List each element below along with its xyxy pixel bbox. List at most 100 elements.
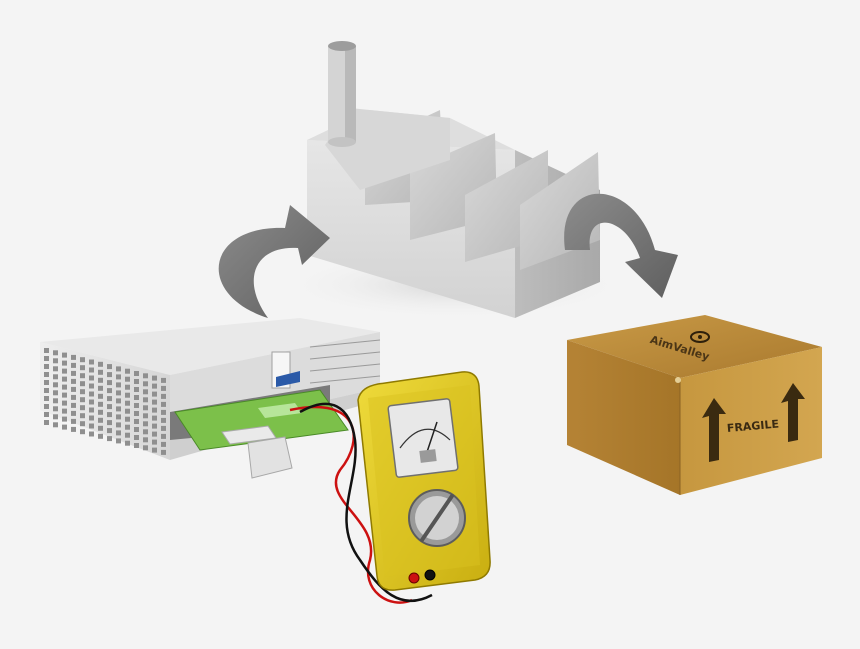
vent-hole [143, 429, 148, 435]
vent-hole [89, 391, 94, 397]
vent-hole [134, 379, 139, 384]
vent-hole [71, 370, 76, 376]
vent-hole [44, 372, 49, 377]
vent-hole [53, 398, 58, 404]
vent-hole [161, 425, 166, 431]
vent-hole [134, 403, 139, 408]
vent-hole [152, 407, 157, 413]
vent-hole [125, 384, 130, 390]
vent-hole [161, 409, 166, 415]
vent-hole [143, 373, 148, 379]
vent-hole [62, 424, 67, 430]
vent-hole [71, 426, 76, 432]
vent-hole [80, 357, 85, 363]
vent-hole [125, 440, 130, 446]
vent-hole [125, 392, 130, 398]
vent-hole [116, 398, 121, 404]
vent-hole [152, 439, 157, 445]
meter-display [387, 398, 459, 478]
vent-hole [53, 406, 58, 412]
rotary-dial[interactable] [408, 489, 466, 547]
vent-hole [107, 404, 112, 410]
vent-hole [53, 374, 58, 380]
vent-hole [116, 374, 121, 380]
vent-hole [152, 399, 157, 405]
vent-hole [116, 390, 121, 396]
vent-hole [143, 413, 148, 419]
vent-hole [116, 366, 121, 372]
vent-hole [134, 411, 139, 416]
vent-hole [125, 368, 130, 374]
factory-icon [280, 41, 630, 320]
vent-hole [161, 401, 166, 407]
vent-hole [161, 417, 166, 423]
vent-hole [80, 429, 85, 435]
vent-hole [161, 385, 166, 391]
vent-hole [107, 364, 112, 370]
vent-hole [44, 404, 49, 409]
vent-hole [134, 427, 139, 432]
vent-hole [152, 383, 157, 389]
vent-hole [44, 396, 49, 401]
vent-hole [89, 423, 94, 429]
vent-hole [143, 397, 148, 403]
vent-hole [98, 369, 103, 375]
vent-hole [80, 389, 85, 395]
vent-hole [62, 352, 67, 358]
vent-hole [80, 421, 85, 427]
vent-hole [98, 377, 103, 383]
black-jack[interactable] [424, 569, 436, 581]
vent-hole [143, 389, 148, 395]
vent-hole [134, 435, 139, 440]
vent-hole [125, 408, 130, 414]
vent-hole [71, 402, 76, 408]
vent-hole [161, 433, 166, 439]
vent-hole [62, 400, 67, 406]
vent-hole [116, 430, 121, 436]
vent-hole [152, 447, 157, 453]
vent-hole [62, 416, 67, 422]
vent-hole [116, 438, 121, 444]
vent-hole [89, 415, 94, 421]
vent-hole [98, 409, 103, 415]
vent-hole [62, 384, 67, 390]
vent-hole [143, 445, 148, 451]
vent-hole [107, 380, 112, 386]
vent-hole [152, 391, 157, 397]
vent-hole [161, 441, 166, 447]
vent-hole [107, 412, 112, 418]
vent-hole [143, 421, 148, 427]
vent-hole [116, 406, 121, 412]
vent-hole [125, 376, 130, 382]
vent-hole [134, 443, 139, 448]
vent-hole [44, 412, 49, 417]
vent-hole [89, 383, 94, 389]
vent-hole [53, 390, 58, 396]
vent-hole [44, 356, 49, 361]
vent-hole [143, 405, 148, 411]
vent-hole [152, 431, 157, 437]
curved-arrow-out-icon [564, 193, 678, 298]
vent-hole [89, 431, 94, 437]
vent-hole [98, 361, 103, 367]
vent-hole [53, 382, 58, 388]
vent-hole [53, 350, 58, 356]
vent-hole [125, 400, 130, 406]
vent-hole [62, 368, 67, 374]
vent-hole [71, 378, 76, 384]
vent-hole [53, 414, 58, 420]
vent-hole [80, 373, 85, 379]
vent-hole [89, 359, 94, 365]
vent-hole [89, 407, 94, 413]
vent-hole [71, 394, 76, 400]
fragile-label: FRAGILE [726, 417, 779, 434]
vent-hole [107, 436, 112, 442]
vent-hole [44, 364, 49, 369]
vent-hole [98, 433, 103, 439]
red-jack[interactable] [408, 572, 420, 584]
vent-hole [152, 375, 157, 381]
vent-hole [80, 413, 85, 419]
vent-hole [107, 372, 112, 378]
vent-hole [53, 358, 58, 364]
